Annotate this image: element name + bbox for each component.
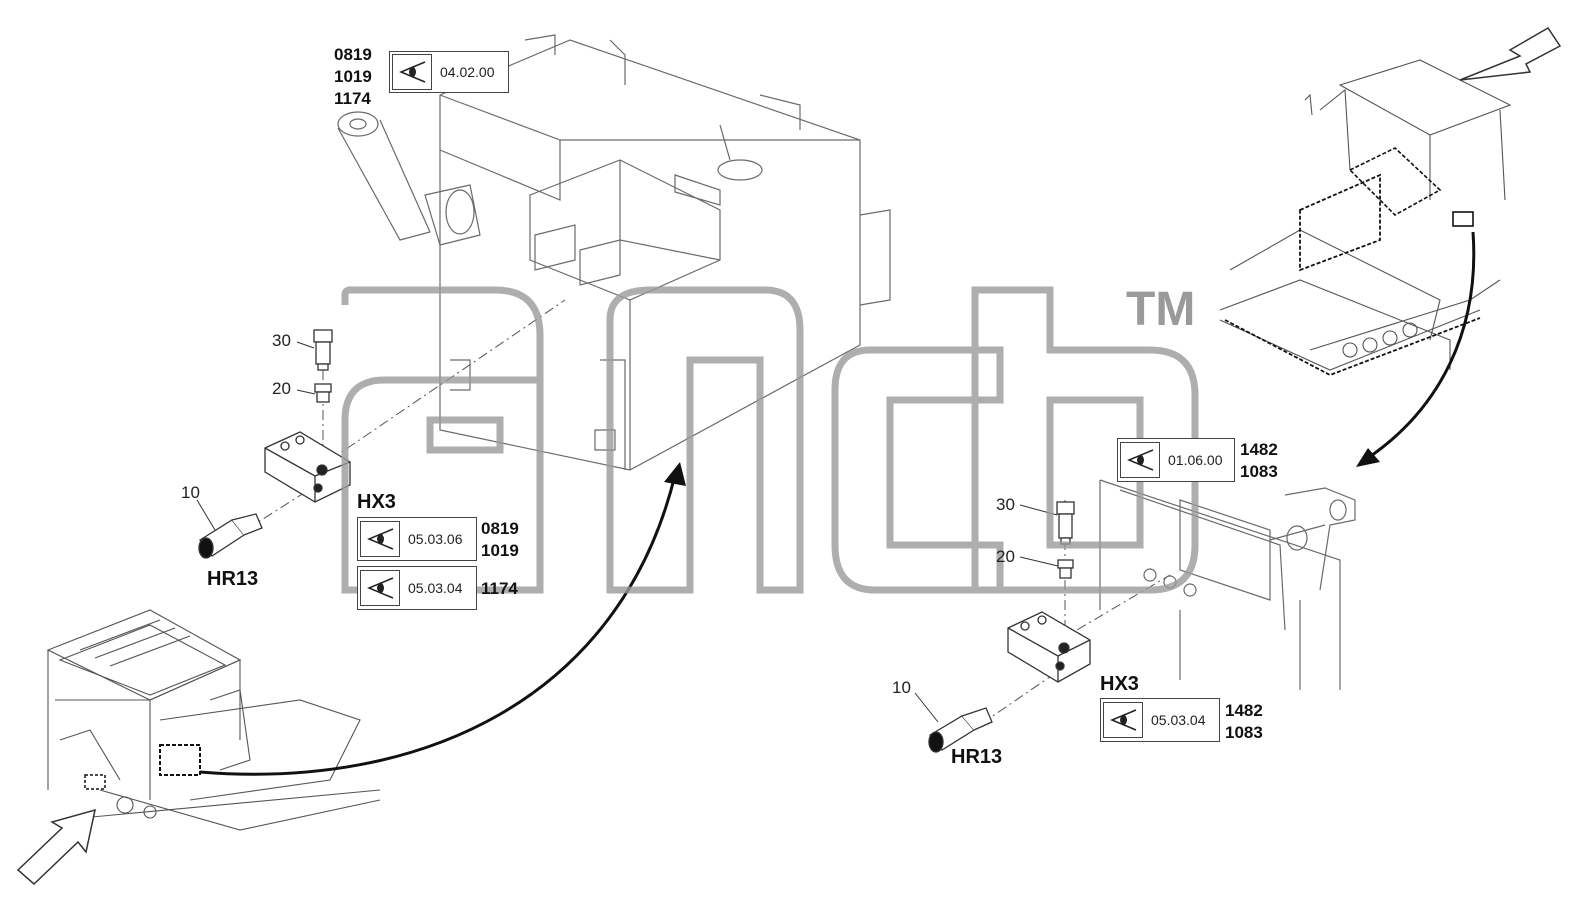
arrowhead-left xyxy=(664,462,686,486)
left-fittings xyxy=(198,329,351,559)
eye-icon xyxy=(360,570,400,606)
left-ref-2-codes: 1174 xyxy=(481,578,518,600)
code-line: 0819 xyxy=(481,519,519,538)
item-number-10: 10 xyxy=(181,483,200,502)
top-codes: 0819 1019 1174 xyxy=(334,44,372,110)
ref-box-right-bottom[interactable]: 05.03.04 xyxy=(1100,698,1220,742)
right-bottom-codes: 1482 1083 xyxy=(1225,700,1263,744)
item-number-10: 10 xyxy=(892,678,911,697)
item-number-20: 20 xyxy=(996,547,1015,566)
eye-icon xyxy=(1120,442,1160,478)
connector-label: HX3 xyxy=(357,491,396,513)
left-ref-1-codes: 0819 1019 xyxy=(481,518,519,562)
ref-code: 05.03.04 xyxy=(1151,712,1206,728)
sensor-label: HR13 xyxy=(951,746,1003,768)
ref-box-right-top[interactable]: 01.06.00 xyxy=(1117,438,1235,482)
ref-box-left-1[interactable]: 05.03.06 xyxy=(357,517,477,561)
ref-code: 05.03.04 xyxy=(408,580,463,596)
code-line: 1482 xyxy=(1240,440,1278,459)
right-frame-drawing xyxy=(1099,479,1356,690)
callout-arrows xyxy=(199,231,1476,776)
item-number-30: 30 xyxy=(272,331,291,350)
item-number-30: 30 xyxy=(996,495,1015,514)
right-top-codes: 1482 1083 xyxy=(1240,439,1278,483)
code-line: 1174 xyxy=(481,579,518,598)
ref-box-left-2[interactable]: 05.03.04 xyxy=(357,566,477,610)
right-fittings xyxy=(928,501,1091,753)
eye-icon xyxy=(360,521,400,557)
ref-box-top[interactable]: 04.02.00 xyxy=(389,51,509,93)
code-line: 1174 xyxy=(334,89,371,108)
connector-label: HX3 xyxy=(1100,673,1139,695)
code-line: 1083 xyxy=(1225,723,1263,742)
code-line: 1482 xyxy=(1225,701,1263,720)
code-line: 1019 xyxy=(481,541,519,560)
view-direction-arrow-left xyxy=(16,808,96,886)
sensor-label: HR13 xyxy=(207,568,259,590)
ref-code: 05.03.06 xyxy=(408,531,463,547)
eye-icon xyxy=(1103,702,1143,738)
watermark-tm: TM xyxy=(1126,283,1196,336)
fuel-tank-drawing xyxy=(337,34,891,471)
arrowhead-right xyxy=(1356,448,1380,467)
code-line: 1019 xyxy=(334,67,372,86)
leader-lines xyxy=(196,341,1059,723)
eye-icon xyxy=(392,54,432,90)
ref-code: 04.02.00 xyxy=(440,64,495,80)
machine-overview-right xyxy=(1219,59,1512,376)
ref-code: 01.06.00 xyxy=(1168,452,1223,468)
machine-overview-left xyxy=(46,609,381,831)
code-line: 0819 xyxy=(334,45,372,64)
item-number-20: 20 xyxy=(272,379,291,398)
code-line: 1083 xyxy=(1240,462,1278,481)
view-direction-arrow-right xyxy=(1459,26,1562,81)
